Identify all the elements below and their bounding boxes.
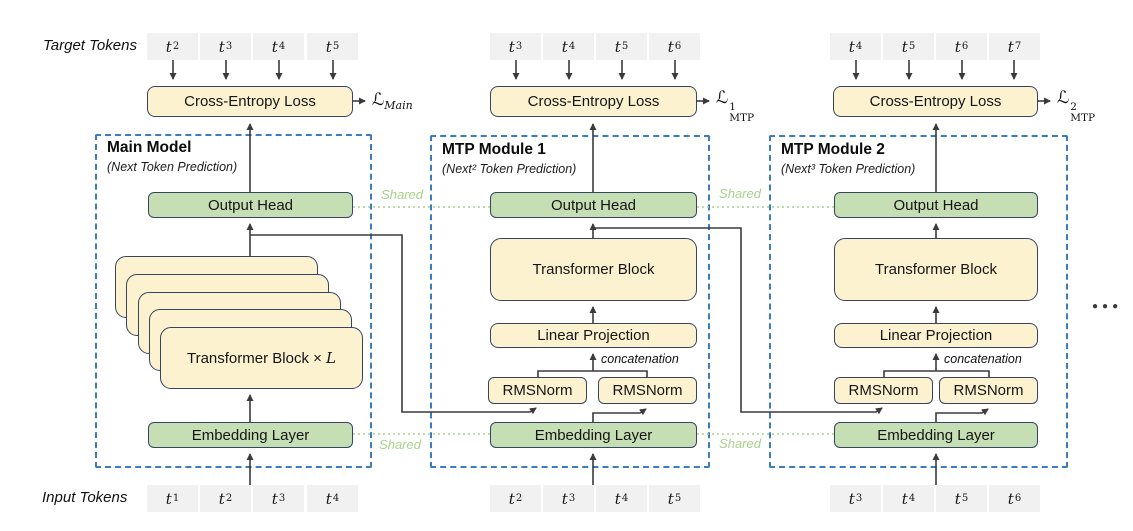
mtp2-subtitle: (Next³ Token Prediction): [781, 162, 916, 176]
input-tokens-label: Input Tokens: [42, 489, 128, 506]
rmsnorm-box: RMSNorm: [488, 377, 587, 404]
linear-projection-box: Linear Projection: [834, 323, 1038, 348]
rmsnorm-box: RMSNorm: [939, 377, 1038, 404]
rmsnorm-box: RMSNorm: [598, 377, 697, 404]
concatenation-label: concatenation: [601, 352, 679, 366]
cross-entropy-loss-box: Cross-Entropy Loss: [490, 86, 697, 117]
transformer-block-box: Transformer Block: [834, 238, 1038, 301]
more-modules-ellipsis: ●●●: [1092, 301, 1123, 312]
mtp1-subtitle: (Next² Token Prediction): [442, 162, 577, 176]
mtp2-title: MTP Module 2: [781, 141, 885, 158]
stack-multiplier: L: [326, 349, 337, 367]
embedding-layer-box: Embedding Layer: [834, 422, 1038, 448]
transformer-stack-front-card: Transformer Block × L: [160, 327, 363, 389]
rmsnorm-box: RMSNorm: [834, 377, 933, 404]
shared-label: Shared: [379, 437, 421, 452]
mtp1-title: MTP Module 1: [442, 141, 546, 158]
cross-entropy-loss-box: Cross-Entropy Loss: [147, 86, 353, 117]
mtp-module-1-box: [430, 135, 710, 468]
transformer-block-box: Transformer Block: [490, 238, 697, 301]
embedding-layer-box: Embedding Layer: [148, 422, 353, 448]
main-loss-label: ℒMain: [372, 90, 413, 112]
shared-label: Shared: [719, 186, 761, 201]
output-head-box: Output Head: [834, 192, 1038, 218]
embedding-layer-box: Embedding Layer: [490, 422, 697, 448]
output-head-box: Output Head: [148, 192, 353, 218]
concatenation-label: concatenation: [944, 352, 1022, 366]
mtp-module-2-box: [769, 135, 1068, 468]
cross-entropy-loss-box: Cross-Entropy Loss: [833, 86, 1038, 117]
shared-label: Shared: [719, 436, 761, 451]
linear-projection-box: Linear Projection: [490, 323, 697, 348]
shared-label: Shared: [381, 187, 423, 202]
output-head-box: Output Head: [490, 192, 697, 218]
target-tokens-label: Target Tokens: [43, 37, 137, 54]
main-model-title: Main Model: [107, 139, 192, 156]
main-model-subtitle: (Next Token Prediction): [107, 160, 238, 174]
